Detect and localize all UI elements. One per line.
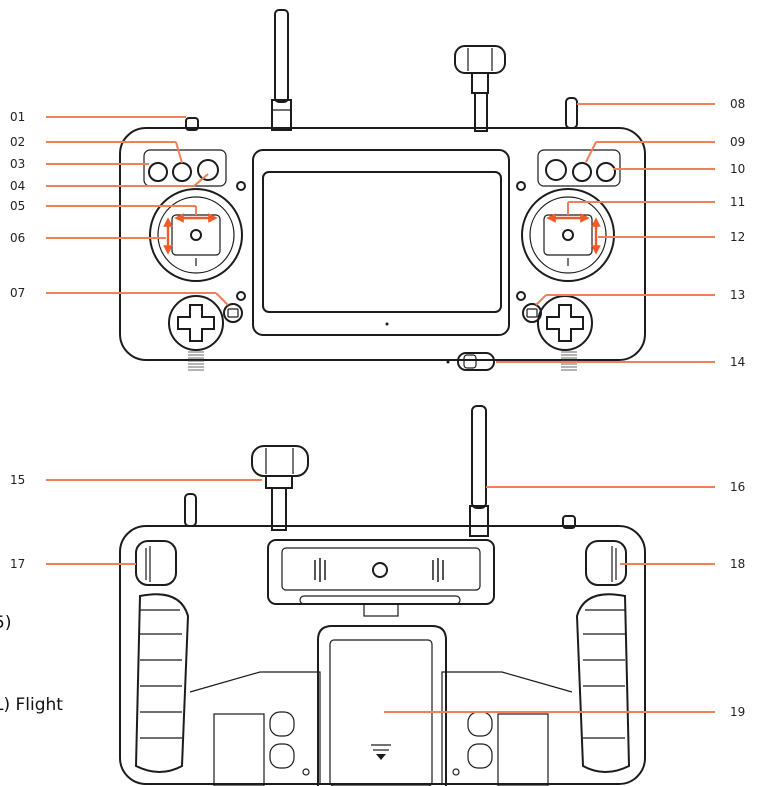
leader-lines xyxy=(46,103,715,713)
left-switch-group xyxy=(143,149,227,187)
callout-17: 17 xyxy=(10,557,25,571)
switch-10[interactable] xyxy=(596,162,616,182)
left-dpad[interactable] xyxy=(168,295,224,351)
left-grip xyxy=(134,593,190,773)
bracket-grip-left xyxy=(314,558,326,582)
callout-06: 06 xyxy=(10,231,25,245)
right-lower-button[interactable] xyxy=(516,291,526,301)
image-transmission-antenna-back xyxy=(251,445,309,531)
left-upper-button[interactable] xyxy=(236,181,246,191)
cropped-text-line-2: L) Flight xyxy=(0,695,63,715)
left-speaker-grille xyxy=(188,351,204,371)
antenna-left-front xyxy=(271,9,292,131)
controller-body-front xyxy=(119,127,646,361)
image-transmission-antenna-front xyxy=(454,45,506,132)
back-right-button[interactable] xyxy=(562,515,576,529)
right-dpad[interactable] xyxy=(537,295,593,351)
display-frame xyxy=(252,149,510,336)
battery-compartment xyxy=(317,625,447,786)
callout-07: 07 xyxy=(10,286,25,300)
video-button[interactable] xyxy=(522,303,542,323)
left-control-stick[interactable] xyxy=(149,188,243,282)
left-dial-wheel[interactable] xyxy=(135,540,177,586)
mount-screw xyxy=(372,562,388,578)
callout-15: 15 xyxy=(10,473,25,487)
callout-02: 02 xyxy=(10,135,25,149)
front-view xyxy=(119,9,646,371)
right-upper-button[interactable] xyxy=(516,181,526,191)
display-screen xyxy=(262,171,502,313)
callout-14: 14 xyxy=(730,355,745,369)
switch-09[interactable] xyxy=(572,162,592,182)
callout-08: 08 xyxy=(730,97,745,111)
right-switch-group xyxy=(537,149,621,187)
callout-13: 13 xyxy=(730,288,745,302)
callout-01: 01 xyxy=(10,110,25,124)
antenna-right-back xyxy=(469,405,489,537)
right-control-stick[interactable] xyxy=(521,188,615,282)
callout-12: 12 xyxy=(730,230,745,244)
callout-03: 03 xyxy=(10,157,25,171)
left-vent-slots xyxy=(269,711,310,776)
dial-04[interactable] xyxy=(197,159,219,181)
callout-04: 04 xyxy=(10,179,25,193)
right-grip xyxy=(575,593,631,773)
left-lower-button[interactable] xyxy=(236,291,246,301)
left-top-button[interactable] xyxy=(185,117,199,131)
callout-10: 10 xyxy=(730,162,745,176)
back-left-switch[interactable] xyxy=(184,493,197,527)
cropped-text-line-1: 5) xyxy=(0,613,11,633)
power-switch[interactable] xyxy=(446,352,495,371)
switch-02[interactable] xyxy=(172,162,192,182)
callout-11: 11 xyxy=(730,195,745,209)
switch-03[interactable] xyxy=(148,162,168,182)
callout-19: 19 xyxy=(730,705,745,719)
callout-18: 18 xyxy=(730,557,745,571)
callout-05: 05 xyxy=(10,199,25,213)
right-top-switch[interactable] xyxy=(565,97,578,129)
photo-button[interactable] xyxy=(223,303,243,323)
callout-09: 09 xyxy=(730,135,745,149)
right-vent-slots xyxy=(452,711,493,776)
dial-right[interactable] xyxy=(545,159,567,181)
controller-body-back xyxy=(119,525,646,785)
phone-mount-bracket xyxy=(267,539,495,605)
bracket-grip-right xyxy=(432,558,444,582)
callout-16: 16 xyxy=(730,480,745,494)
callout-labels: 01 02 03 04 05 06 07 15 17 08 09 10 11 1… xyxy=(0,97,745,719)
back-view xyxy=(119,405,646,786)
